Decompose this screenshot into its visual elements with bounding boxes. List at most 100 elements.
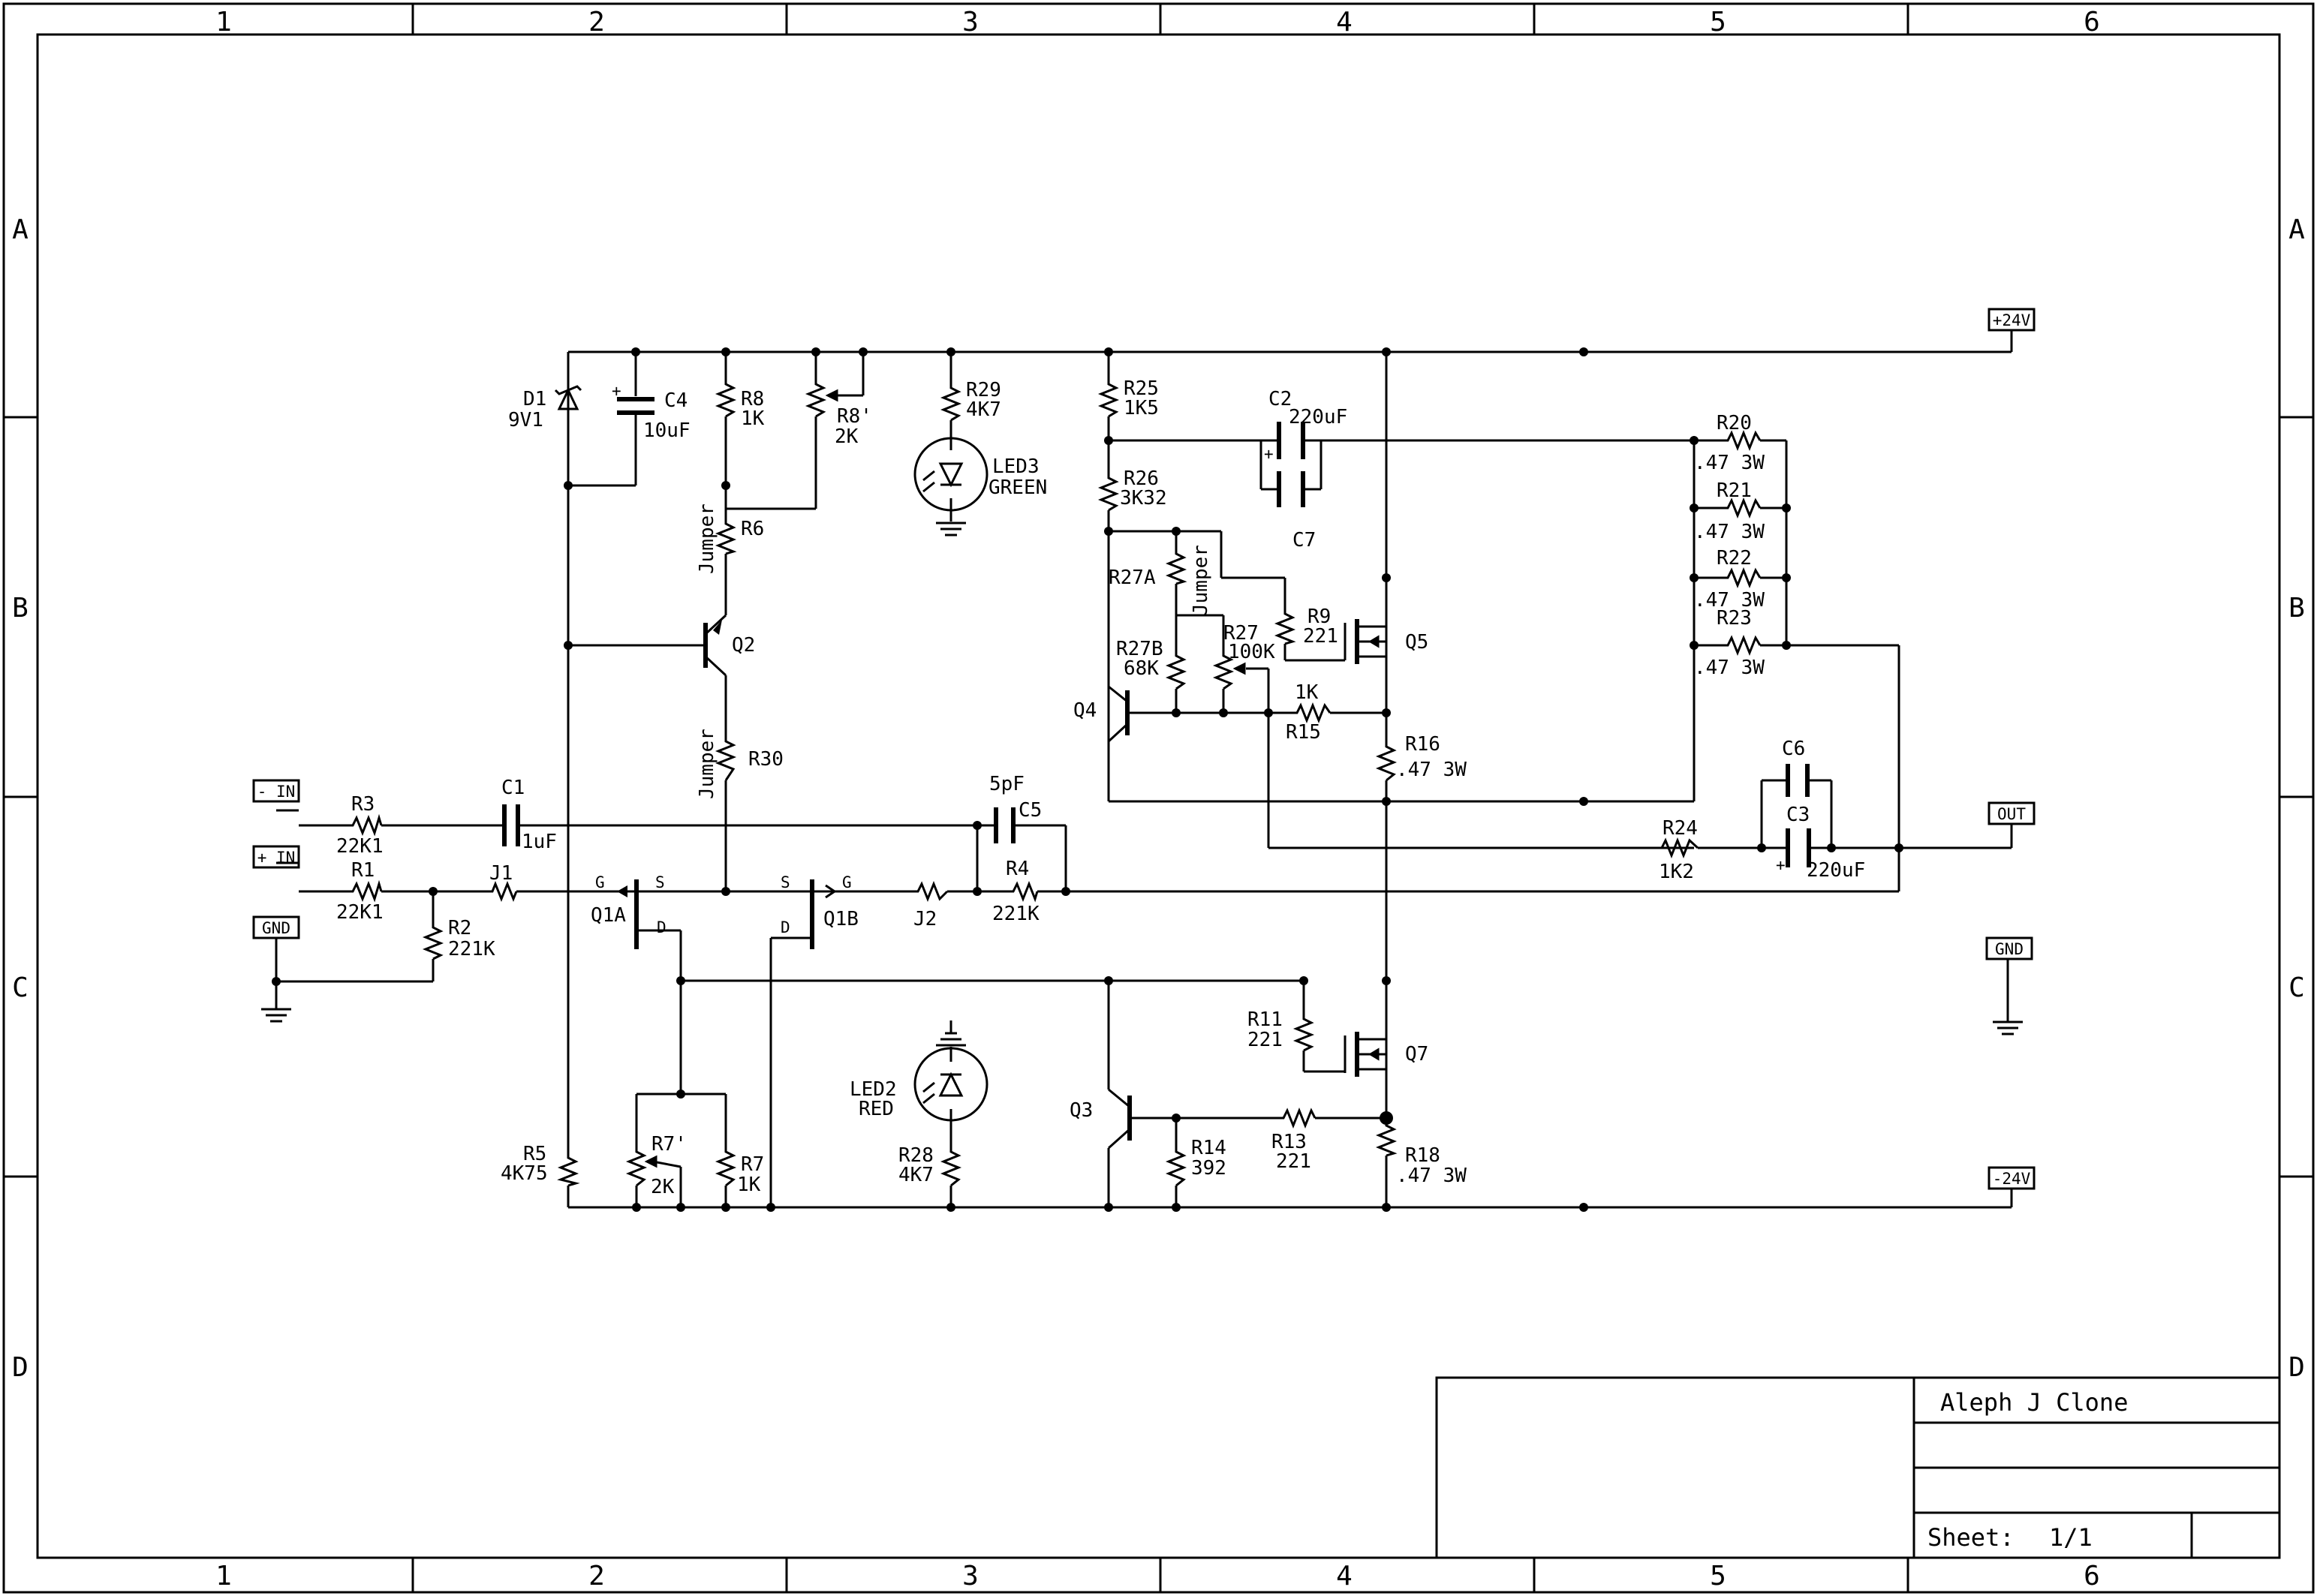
wires xyxy=(275,330,2013,1209)
label-r1-val: 22K1 xyxy=(336,901,384,924)
label-r30-ref: R30 xyxy=(748,748,784,771)
zone-col-5-bottom: 5 xyxy=(1710,1561,1726,1591)
label-r9-ref: R9 xyxy=(1307,606,1331,628)
zone-row-b-left: B xyxy=(12,593,29,624)
title-block: Aleph J Clone Sheet: 1/1 xyxy=(1435,1376,2281,1559)
zener-diode-d1 xyxy=(554,375,582,410)
resistor-r25 xyxy=(1097,375,1120,418)
port-neg-supply-label: -24V xyxy=(1993,1170,2031,1188)
resistor-j1 xyxy=(486,880,518,903)
label-q2-ref: Q2 xyxy=(732,634,755,657)
zone-col-3-top: 3 xyxy=(962,7,979,38)
resistor-r21 xyxy=(1719,497,1762,519)
label-r23-ref: R23 xyxy=(1717,607,1752,630)
resistor-r23 xyxy=(1719,634,1762,657)
resistor-r2 xyxy=(422,920,444,960)
zone-col-4-top: 4 xyxy=(1336,7,1353,38)
label-q1b-ref: Q1B xyxy=(823,908,859,930)
zone-col-4-bottom: 4 xyxy=(1336,1561,1353,1591)
led-led3 xyxy=(913,437,988,512)
port-gnd-in: GND xyxy=(252,915,300,939)
title-block-sheet-label: Sheet: xyxy=(1927,1523,2015,1552)
label-c5-ref: C5 xyxy=(1019,799,1042,822)
label-r18-val: .47 3W xyxy=(1396,1165,1467,1187)
led-led2 xyxy=(913,1047,988,1122)
zone-col-3-bottom: 3 xyxy=(962,1561,979,1591)
label-led3-val: GREEN xyxy=(988,476,1047,499)
label-r26-ref: R26 xyxy=(1124,467,1159,490)
label-q1b-source: S xyxy=(781,873,790,891)
label-r8p-val: 2K xyxy=(835,425,859,448)
potentiometer-r8p xyxy=(805,375,838,418)
label-r29-ref: R29 xyxy=(966,379,1001,401)
potentiometer-r27 xyxy=(1212,648,1246,690)
label-r13-ref: R13 xyxy=(1271,1131,1307,1153)
resistor-r27a xyxy=(1165,546,1187,585)
label-r29-val: 4K7 xyxy=(966,398,1001,421)
label-r3-val: 22K1 xyxy=(336,835,384,858)
label-c5-val: 5pF xyxy=(989,773,1025,795)
resistor-r28 xyxy=(940,1144,962,1187)
label-q1b-gate: G xyxy=(842,873,852,891)
label-r28-ref: R28 xyxy=(898,1144,934,1167)
label-r16-ref: R16 xyxy=(1405,733,1440,756)
ground-symbol-output xyxy=(1993,1020,2023,1035)
label-c6-ref: C6 xyxy=(1782,738,1805,760)
zone-row-a-left: A xyxy=(12,215,29,245)
label-c4-ref: C4 xyxy=(664,389,688,412)
label-q7-ref: Q7 xyxy=(1405,1043,1428,1066)
label-r27a-note: Jumper xyxy=(1190,545,1212,615)
jfet-q1b xyxy=(810,879,837,949)
label-q1a-ref: Q1A xyxy=(591,904,626,927)
zone-col-1-bottom: 1 xyxy=(215,1561,232,1591)
label-r1-ref: R1 xyxy=(351,859,375,882)
label-r13-val: 221 xyxy=(1276,1150,1311,1173)
port-out: OUT xyxy=(1988,801,2036,825)
label-r22-ref: R22 xyxy=(1717,547,1752,570)
label-r20-val: .47 3W xyxy=(1694,452,1765,474)
label-q1a-source: S xyxy=(655,873,665,891)
zone-labels: 1 2 3 4 5 6 1 2 3 4 5 6 A B C D A B C D xyxy=(12,7,2305,1591)
bjt-q2 xyxy=(703,614,727,677)
component-labels: D1 9V1 C4 10uF R8 1K R8' 2K R29 4K7 LED3… xyxy=(336,377,1865,1198)
resistor-r20 xyxy=(1719,429,1762,452)
capacitor-c6 xyxy=(1786,764,1810,797)
resistor-r16 xyxy=(1375,739,1398,782)
port-gnd-out-label: GND xyxy=(1995,940,2024,958)
label-j2-ref: J2 xyxy=(913,908,937,930)
label-r7-val: 1K xyxy=(737,1174,761,1196)
label-r27b-ref: R27B xyxy=(1116,638,1163,660)
label-r27a-ref: R27A xyxy=(1109,567,1156,589)
label-j1-ref: J1 xyxy=(489,862,513,885)
label-r30-note: Jumper xyxy=(696,729,718,799)
jfet-q1a xyxy=(615,879,639,949)
label-r25-ref: R25 xyxy=(1124,377,1159,400)
zone-row-d-right: D xyxy=(2288,1352,2305,1383)
ground-symbol-led2 xyxy=(936,1020,966,1047)
capacitor-c4: + xyxy=(612,382,654,415)
resistor-r5 xyxy=(557,1152,580,1187)
zone-row-c-left: C xyxy=(12,972,29,1003)
capacitor-c7 xyxy=(1277,471,1305,507)
label-r25-val: 1K5 xyxy=(1124,397,1159,419)
capacitor-c1 xyxy=(502,804,520,846)
label-c1-ref: C1 xyxy=(501,777,525,799)
label-r22-val: .47 3W xyxy=(1694,589,1765,612)
port-pos-in: + IN xyxy=(252,845,300,869)
label-r11-val: 221 xyxy=(1247,1029,1283,1051)
resistor-r27b xyxy=(1165,648,1187,690)
zone-col-1-top: 1 xyxy=(215,7,232,38)
capacitor-c3: + xyxy=(1776,828,1811,874)
label-r4-ref: R4 xyxy=(1006,858,1029,880)
resistor-r3 xyxy=(344,813,383,837)
label-r15-val: 1K xyxy=(1295,681,1319,704)
resistor-r11 xyxy=(1292,1011,1315,1052)
label-c4-val: 10uF xyxy=(643,419,691,442)
ground-symbol-led3 xyxy=(936,521,966,537)
label-r18-ref: R18 xyxy=(1405,1144,1440,1167)
zone-col-6-top: 6 xyxy=(2084,7,2100,38)
label-r27-val: 100K xyxy=(1228,641,1275,663)
label-q4-ref: Q4 xyxy=(1073,699,1097,722)
capacitor-c5 xyxy=(994,807,1016,843)
